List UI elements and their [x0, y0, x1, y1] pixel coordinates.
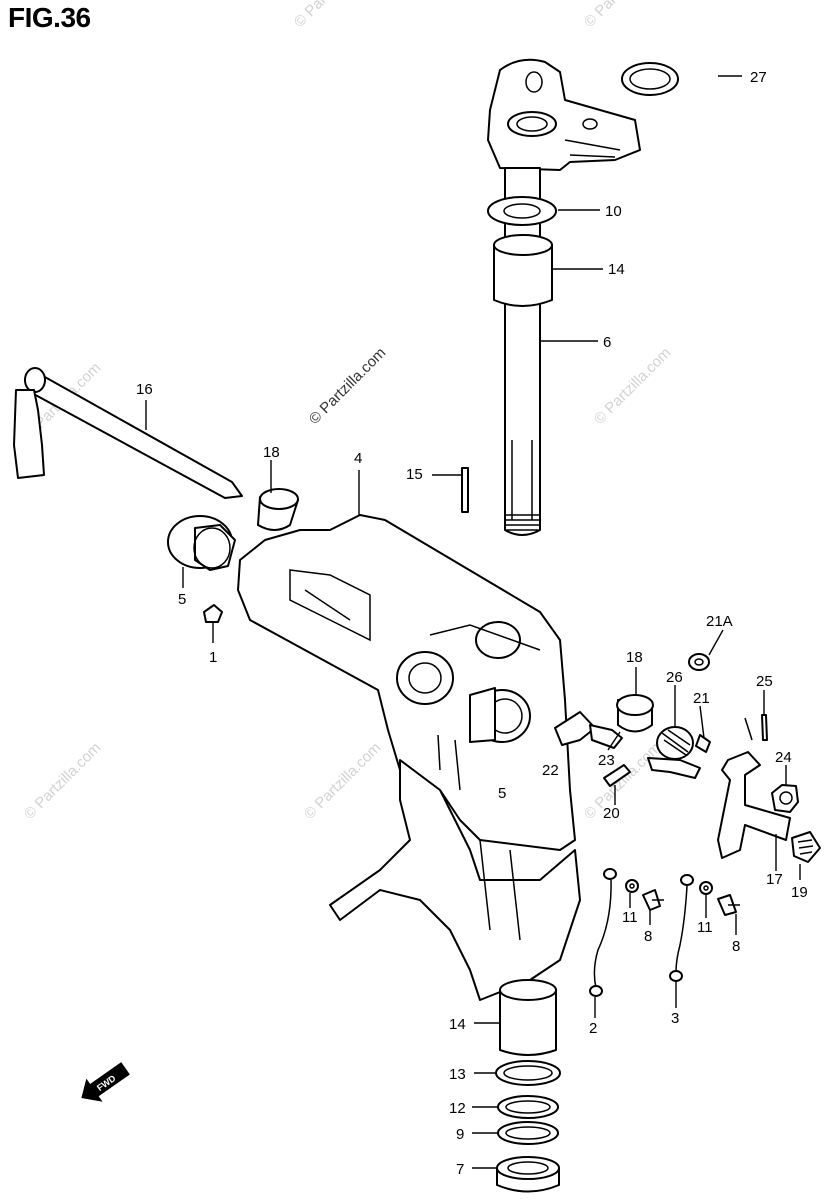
callout-19: 19 [791, 884, 808, 901]
nut-7 [496, 1156, 560, 1193]
lever-17 [717, 717, 791, 859]
callout-16: 16 [136, 381, 153, 398]
bushing-5-right [469, 687, 531, 743]
callout-24: 24 [775, 749, 792, 766]
leader-lines [145, 75, 801, 1169]
bushing-14-lower [499, 979, 557, 1056]
callout-23: 23 [598, 752, 615, 769]
ground-cable-3 [669, 874, 694, 982]
tilt-rod-16 [13, 367, 243, 499]
clip-15 [461, 467, 469, 513]
callout-4: 4 [354, 450, 362, 467]
steering-bracket [487, 58, 641, 171]
washer-11-left [625, 879, 639, 893]
washer-11-right [699, 881, 713, 895]
washer-27 [621, 62, 679, 96]
spring-20 [603, 764, 631, 787]
washer-9 [497, 1121, 559, 1145]
callout-14: 14 [449, 1016, 466, 1033]
watermark-text: © Partzilla.com [301, 739, 384, 822]
callout-8: 8 [732, 938, 740, 955]
callout-20: 20 [603, 805, 620, 822]
callout-11: 11 [697, 919, 713, 936]
bushing-18-left [257, 488, 299, 531]
callout-25: 25 [756, 673, 773, 690]
bushing-18-right [616, 694, 654, 733]
callout-labels: 27 10 14 6 16 18 4 15 5 1 21A 18 26 25 2… [136, 69, 808, 1178]
watermark-text: © Partzilla.com [581, 0, 664, 31]
bushing-5-left [167, 515, 236, 571]
callout-18: 18 [263, 444, 280, 461]
callout-18: 18 [626, 649, 643, 666]
swivel-bracket-4 [237, 514, 581, 1001]
callout-17: 17 [766, 871, 783, 888]
callout-13: 13 [449, 1066, 466, 1083]
callout-21: 21 [693, 690, 710, 707]
bushing-14-upper [493, 234, 553, 307]
callout-5: 5 [498, 785, 506, 802]
watermark-text: © Partzilla.com [21, 739, 104, 822]
watermark-text: © Partzilla.com [591, 344, 674, 427]
callout-11: 11 [622, 909, 638, 926]
bolt-8-left [642, 889, 664, 911]
ground-cable-2 [589, 868, 617, 997]
callout-22: 22 [542, 762, 559, 779]
watermark-text: © Partzilla.com [291, 0, 374, 31]
spring-26 [656, 726, 711, 760]
watermark-text: © Partzilla.com [581, 739, 664, 822]
callout-3: 3 [671, 1010, 679, 1027]
callout-12: 12 [449, 1100, 466, 1117]
forward-direction-arrow: FWD [81, 1062, 130, 1102]
plate-21 [647, 757, 701, 779]
callout-9: 9 [456, 1126, 464, 1143]
callout-14: 14 [608, 261, 625, 278]
callout-6: 6 [603, 334, 611, 351]
nut-24 [771, 784, 799, 813]
callout-21A: 21A [706, 613, 733, 630]
callout-15: 15 [406, 466, 423, 483]
callout-5: 5 [178, 591, 186, 608]
stopper-22 [554, 711, 596, 746]
callout-8: 8 [644, 928, 652, 945]
bolt-8-right [717, 894, 740, 916]
figure-title: FIG.36 [8, 2, 91, 33]
callout-27: 27 [750, 69, 767, 86]
pin-25 [761, 714, 768, 741]
cap-19 [791, 831, 821, 863]
watermark-text: © Partzilla.com [306, 344, 389, 427]
grease-fitting-1 [203, 604, 223, 623]
washer-10 [487, 196, 557, 226]
callout-10: 10 [605, 203, 622, 220]
callout-26: 26 [666, 669, 683, 686]
washer-13 [495, 1060, 561, 1086]
callout-2: 2 [589, 1020, 597, 1037]
callout-7: 7 [456, 1161, 464, 1178]
washer-12 [497, 1095, 559, 1119]
washer-21A [688, 653, 710, 671]
callout-1: 1 [209, 649, 217, 666]
